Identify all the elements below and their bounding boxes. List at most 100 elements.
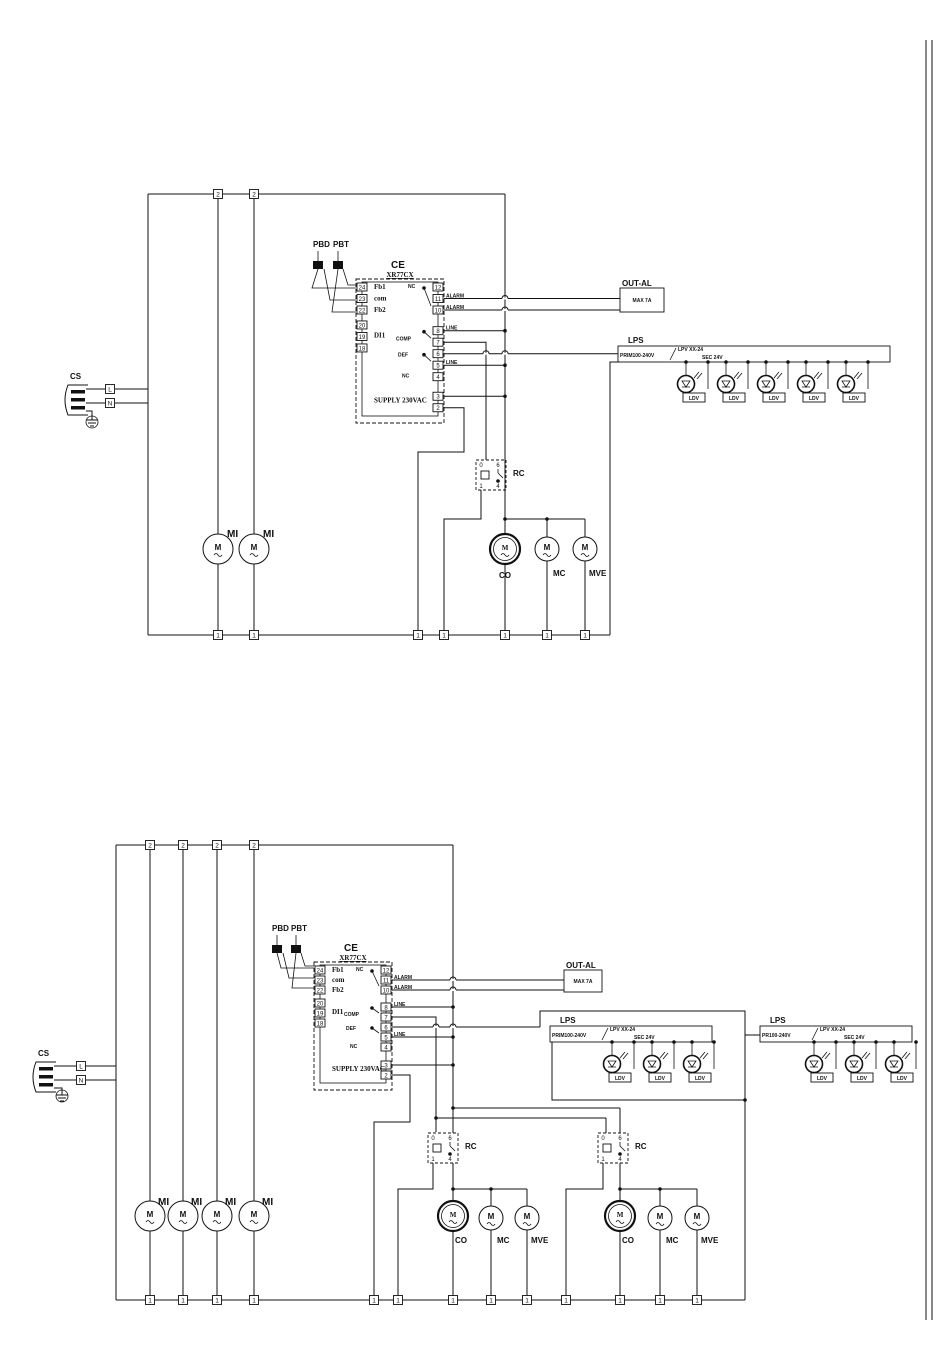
co-label: CO (455, 1236, 467, 1245)
ce-terminal (356, 282, 368, 292)
ac-tilde (213, 553, 223, 557)
mve-label: MVE (589, 569, 607, 578)
fb2-label: Fb2 (374, 306, 386, 314)
terminal-label: 1 (396, 1297, 400, 1304)
ac-tilde (212, 1220, 222, 1224)
ce-terminal-number: 24 (359, 285, 366, 291)
com-label: com (332, 976, 345, 984)
junction-dot (489, 1187, 493, 1191)
max-7a-label: MAX 7A (633, 298, 652, 304)
lps-label: LPS (770, 1016, 786, 1025)
ce-terminal (432, 349, 444, 359)
lps-secondary-label: SEC 24V (702, 355, 723, 361)
motor-body (201, 1200, 233, 1232)
diode-symbol (721, 380, 731, 388)
temperature-probe: PBD (272, 924, 289, 953)
led-lamp (756, 374, 776, 394)
ce-terminal-number: 19 (359, 335, 366, 341)
ldv-led-strip: LDV (642, 1051, 672, 1083)
wire-crossover (501, 295, 509, 299)
ce-terminal (380, 1070, 392, 1080)
wire-crossover (449, 986, 457, 991)
ce-terminal-number: 2 (436, 406, 440, 412)
ce-terminal (380, 985, 392, 995)
ce-terminal-number: 7 (436, 341, 440, 347)
diode-symbol (681, 380, 691, 388)
junction-dot (866, 360, 870, 364)
ldv-label: LDV (655, 1076, 666, 1082)
nc-top-label: NC (356, 967, 364, 973)
ce-terminal (380, 1002, 392, 1012)
relay-coil (602, 1143, 612, 1153)
ce-terminal-number: 24 (317, 968, 324, 974)
cs-mains-plug: CS (32, 1049, 56, 1093)
rc-label: RC (465, 1142, 477, 1151)
alarm-label: ALARM (446, 305, 464, 311)
terminal-label: 2 (252, 842, 256, 849)
led-lamp (884, 1054, 904, 1074)
junction-dot (632, 1040, 636, 1044)
mve-label: MVE (701, 1236, 719, 1245)
relay-pin: 0 (479, 463, 483, 469)
rc-label: RC (635, 1142, 647, 1151)
ldv-led-strip: LDV (804, 1051, 834, 1083)
ac-tilde (615, 1220, 625, 1224)
wire (417, 407, 465, 635)
ac-tilde (249, 553, 259, 557)
terminal-block (178, 1295, 188, 1305)
diode-symbol (801, 380, 811, 388)
diagram-double-evaporator: 21MMI21MMI21MMI21MMICSLNCEXR77CX242322Fb… (32, 840, 918, 1305)
plug-pin (71, 398, 85, 402)
lps-label: LPS (560, 1016, 576, 1025)
relay-pin: 6 (448, 1136, 452, 1142)
max-7a-label: MAX 7A (574, 979, 593, 985)
relay-switch (423, 287, 432, 307)
lps-model-label: LPV XX-24 (610, 1027, 635, 1033)
ce-model: XR77CX (386, 271, 413, 279)
wire (54, 1087, 63, 1095)
ce-terminal (432, 305, 444, 315)
switch-dot (422, 286, 426, 290)
relay-contact-dot (618, 1152, 622, 1156)
hop-gap (502, 297, 508, 300)
probe-label: PBT (291, 924, 307, 933)
motor-symbol: M (544, 543, 551, 552)
diode-symbol (687, 1060, 697, 1068)
probe-wire (342, 268, 356, 286)
wire (392, 1016, 437, 1132)
out-al-box (563, 969, 603, 993)
ce-terminal-number: 8 (436, 329, 440, 335)
terminal-label: 2 (252, 191, 256, 198)
motor-symbol: M (582, 543, 589, 552)
ce-terminal (356, 320, 368, 330)
ldv-led-strip: LDV (836, 371, 866, 403)
mi-fan-motor: M (238, 533, 270, 565)
wire (444, 341, 487, 462)
probe-label: PBD (313, 240, 330, 249)
terminal-block (413, 630, 423, 640)
terminal-label: 1 (252, 1297, 256, 1304)
switch-dot (422, 329, 426, 334)
ce-terminal-number: 12 (383, 968, 390, 974)
led-lamp (642, 1054, 662, 1074)
relay-pin: 6 (496, 463, 500, 469)
terminal-block (692, 1295, 702, 1305)
plug-pin (39, 1083, 53, 1087)
line-label: LINE (446, 326, 458, 332)
ce-controller: CEXR77CX242322Fb1comFb2201918DI112111087… (313, 943, 393, 1091)
hop-gap (483, 352, 489, 355)
ldv-led-strip: LDV (682, 1051, 712, 1083)
terminal-label: 1 (695, 1297, 699, 1304)
relay-pin: 4 (618, 1157, 622, 1163)
ac-tilde (145, 1220, 155, 1224)
mc-condenser-fan-motor: M (647, 1205, 673, 1231)
terminal-label: 1 (442, 632, 446, 639)
junction-dot (672, 1040, 676, 1044)
ldv-box (722, 392, 746, 403)
ce-terminal-number: 8 (384, 1005, 388, 1011)
lps-secondary-label: SEC 24V (844, 1035, 865, 1041)
motor-body (134, 1200, 166, 1232)
lps-box (617, 345, 891, 363)
terminal-label: 2 (216, 191, 220, 198)
terminal-label: 1 (489, 1297, 493, 1304)
